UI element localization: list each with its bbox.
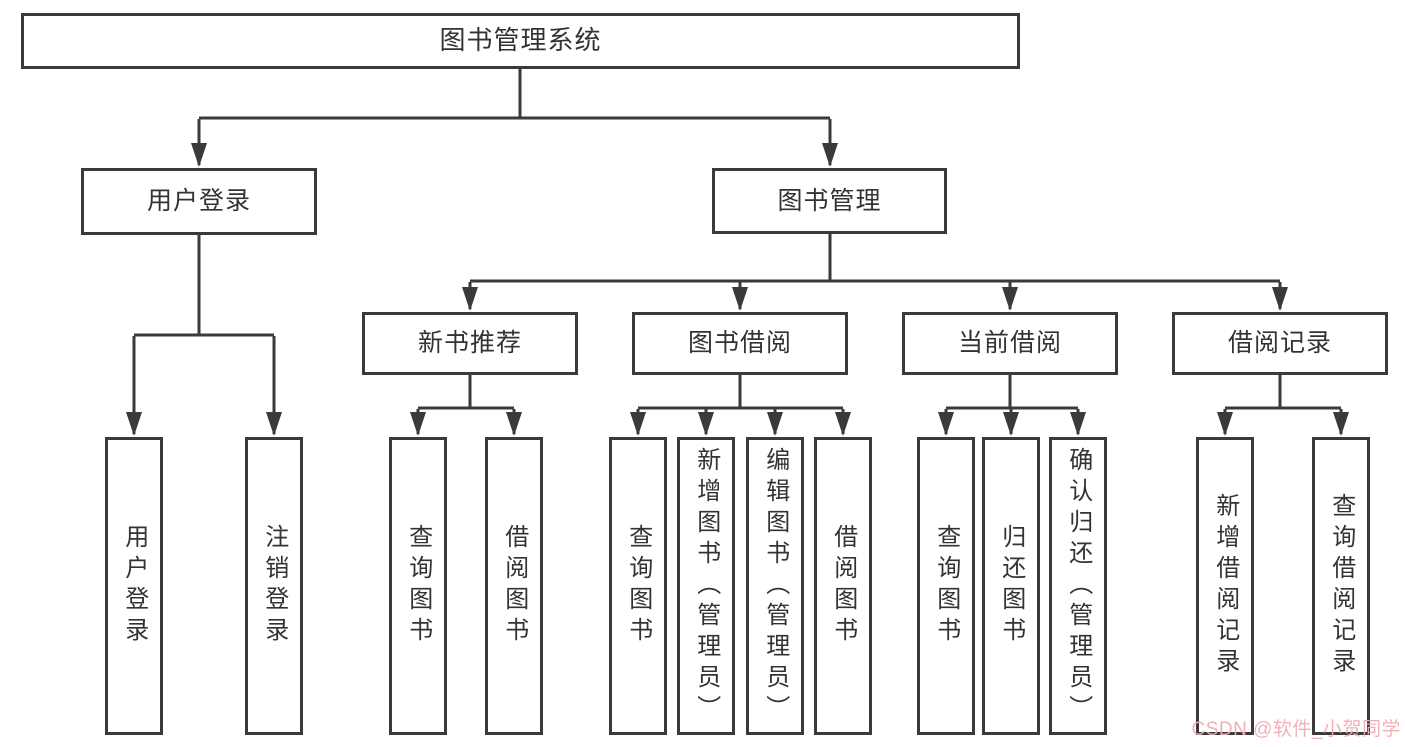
node-library-management-system: 图书管理系统 bbox=[21, 13, 1020, 69]
node-new-book-recommend: 新书推荐 bbox=[362, 312, 578, 375]
node-query-books-current: 查询图书 bbox=[917, 437, 975, 735]
node-confirm-return-admin: 确认归还（管理员） bbox=[1049, 437, 1107, 735]
node-query-books-recommend: 查询图书 bbox=[389, 437, 447, 735]
node-current-borrow: 当前借阅 bbox=[902, 312, 1118, 375]
node-add-borrow-record: 新增借阅记录 bbox=[1196, 437, 1254, 735]
csdn-watermark: CSDN @软件_小贺同学 bbox=[1191, 719, 1401, 740]
node-book-borrow: 图书借阅 bbox=[632, 312, 848, 375]
node-query-books-borrow: 查询图书 bbox=[609, 437, 667, 735]
node-user-login-branch: 用户登录 bbox=[81, 168, 317, 235]
node-logout: 注销登录 bbox=[245, 437, 303, 735]
node-borrow-books-recommend: 借阅图书 bbox=[485, 437, 543, 735]
node-borrow-records: 借阅记录 bbox=[1172, 312, 1388, 375]
node-user-login-leaf: 用户登录 bbox=[105, 437, 163, 735]
node-add-book-admin: 新增图书（管理员） bbox=[677, 437, 735, 735]
node-edit-book-admin: 编辑图书（管理员） bbox=[746, 437, 804, 735]
node-return-book: 归还图书 bbox=[982, 437, 1040, 735]
node-query-borrow-record: 查询借阅记录 bbox=[1312, 437, 1370, 735]
node-borrow-book-leaf: 借阅图书 bbox=[814, 437, 872, 735]
node-book-management: 图书管理 bbox=[712, 168, 947, 234]
